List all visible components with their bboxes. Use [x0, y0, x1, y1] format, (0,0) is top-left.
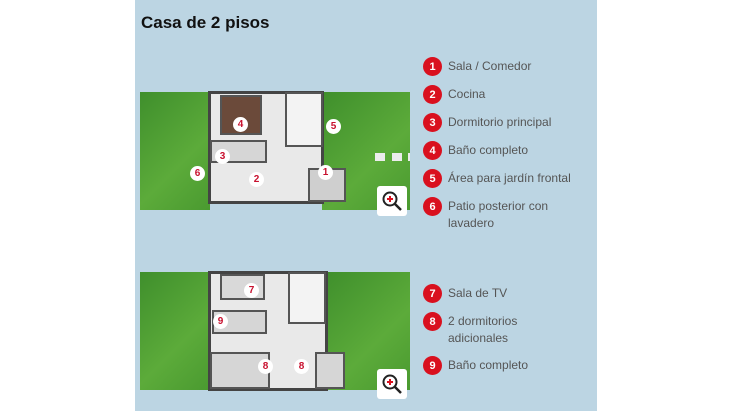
legend-item: 1 Sala / Comedor [423, 57, 593, 76]
zoom-plan-1-button[interactable] [377, 186, 407, 216]
zoom-in-icon [382, 191, 402, 211]
legend-label: Patio posterior con lavadero [448, 199, 549, 230]
legend-item: 9 Baño completo [423, 356, 593, 375]
number-badge: 7 [423, 284, 442, 303]
number-badge: 9 [423, 356, 442, 375]
floor-plan-1: 4 5 3 6 2 1 [140, 90, 410, 220]
legend-label: Baño completo [448, 143, 529, 157]
backyard-grass [140, 92, 210, 210]
legend-item: 4 Baño completo [423, 141, 593, 160]
marker-8: 8 [294, 359, 309, 374]
stairs [285, 92, 323, 147]
zoom-plan-2-button[interactable] [377, 369, 407, 399]
bedroom-b [315, 352, 345, 389]
number-badge: 5 [423, 169, 442, 188]
page-title: Casa de 2 pisos [141, 13, 270, 32]
legend-item: 2 Cocina [423, 85, 593, 104]
legend-label: Baño completo [448, 358, 529, 372]
legend-item: 8 2 dormitorios adicionales [423, 312, 593, 347]
floor-plan-2: 7 9 8 8 [140, 270, 410, 400]
legend-label: Dormitorio principal [448, 115, 552, 129]
marker-6: 6 [190, 166, 205, 181]
legend-item: 7 Sala de TV [423, 284, 593, 303]
marker-8: 8 [258, 359, 273, 374]
number-badge: 2 [423, 85, 442, 104]
stepping-stone [408, 153, 410, 161]
number-badge: 6 [423, 197, 442, 216]
stepping-stone [375, 153, 385, 161]
zoom-in-icon [382, 374, 402, 394]
legend-label: Sala de TV [448, 286, 508, 300]
number-badge: 4 [423, 141, 442, 160]
legend-label: Área para jardín frontal [448, 171, 571, 185]
stairs [288, 272, 326, 324]
legend-label: 2 dormitorios adicionales [448, 314, 518, 345]
legend-label: Cocina [448, 87, 486, 101]
legend-floor-1: 1 Sala / Comedor 2 Cocina 3 Dormitorio prin… [423, 57, 593, 241]
marker-9: 9 [213, 314, 228, 329]
legend-item: 3 Dormitorio principal [423, 113, 593, 132]
marker-4: 4 [233, 117, 248, 132]
legend-item: 5 Área para jardín frontal [423, 169, 593, 188]
legend-item: 6 Patio posterior con lavadero [423, 197, 593, 232]
marker-5: 5 [326, 119, 341, 134]
number-badge: 3 [423, 113, 442, 132]
legend-floor-2: 7 Sala de TV 8 2 dormitorios adicionales 9… [423, 284, 593, 384]
number-badge: 8 [423, 312, 442, 331]
stepping-stone [392, 153, 402, 161]
backyard-grass [140, 272, 210, 390]
number-badge: 1 [423, 57, 442, 76]
marker-2: 2 [249, 172, 264, 187]
marker-1: 1 [318, 165, 333, 180]
marker-3: 3 [215, 149, 230, 164]
marker-7: 7 [244, 283, 259, 298]
legend-label: Sala / Comedor [448, 59, 532, 73]
